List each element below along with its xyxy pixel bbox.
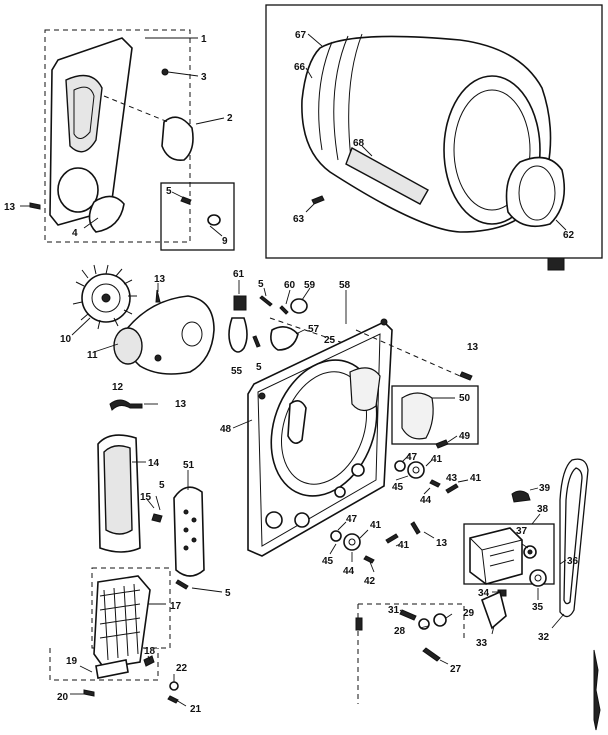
part-label: 39 xyxy=(539,483,551,494)
part-label: 25 xyxy=(324,335,336,346)
drum-lamp xyxy=(228,317,248,353)
part-label: 47 xyxy=(406,452,418,463)
blower-housing xyxy=(124,295,215,375)
part-label: 3 xyxy=(201,72,207,83)
part-label: 32 xyxy=(538,632,550,643)
part-label: 38 xyxy=(537,504,549,515)
part-label: 68 xyxy=(353,138,365,149)
air-duct-filter xyxy=(401,392,434,440)
part-label: 34 xyxy=(478,588,490,599)
part-label: 43 xyxy=(446,473,458,484)
drum-group: 67 66 68 63 62 xyxy=(265,4,603,271)
part-label: 22 xyxy=(176,663,188,674)
part-label: 10 xyxy=(60,334,72,345)
duct-group: 12 13 14 51 5 15 5 xyxy=(97,382,231,599)
part-label: 31 xyxy=(388,605,400,616)
motor-group: 39 38 37 36 34 35 32 xyxy=(463,458,589,643)
part-label: 28 xyxy=(394,626,406,637)
part-label: 37 xyxy=(516,526,528,537)
part-label: 13 xyxy=(4,202,16,213)
heating-element xyxy=(93,575,151,669)
part-label: 49 xyxy=(459,431,471,442)
part-label: 41 xyxy=(370,520,382,531)
part-label: 11 xyxy=(87,350,98,361)
part-label: 13 xyxy=(175,399,187,410)
part-label: 9 xyxy=(222,236,228,247)
part-label: 33 xyxy=(476,638,488,649)
part-label: 14 xyxy=(148,458,160,469)
front-bulkhead-group: 1 2 3 4 5 9 13 xyxy=(4,29,235,251)
part-label: 15 xyxy=(140,492,152,503)
lower-drum-roller xyxy=(343,533,361,551)
part-label: 5 xyxy=(256,362,262,373)
part-label: 29 xyxy=(463,608,475,619)
lamp-group: 61 5 60 59 58 57 25 55 5 xyxy=(228,269,353,377)
part-label: 61 xyxy=(233,269,245,280)
part-label: 13 xyxy=(467,342,479,353)
part-label: 17 xyxy=(170,601,182,612)
part-label: 66 xyxy=(294,62,306,73)
part-label: 4 xyxy=(72,228,78,239)
part-label: 21 xyxy=(190,704,202,715)
part-label: 5 xyxy=(225,588,231,599)
part-label: 55 xyxy=(231,366,243,377)
part-label: 5 xyxy=(258,279,264,290)
heater-group: 17 18 19 20 22 21 xyxy=(49,567,202,715)
part-label: 12 xyxy=(112,382,124,393)
part-label: 19 xyxy=(66,656,78,667)
blower-group: 10 11 13 xyxy=(60,264,215,375)
part-label: 44 xyxy=(343,566,355,577)
part-label: 1 xyxy=(201,34,207,45)
part-label: 51 xyxy=(183,460,195,471)
part-label: 18 xyxy=(144,646,156,657)
door-seal xyxy=(161,116,194,162)
part-label: 63 xyxy=(293,214,305,225)
idler-group: 31 29 28 33 27 xyxy=(355,590,507,704)
part-label: 62 xyxy=(563,230,575,241)
part-label: 44 xyxy=(420,495,432,506)
part-label: 45 xyxy=(392,482,404,493)
part-label: 20 xyxy=(57,692,69,703)
part-label: 45 xyxy=(322,556,334,567)
part-label: 35 xyxy=(532,602,544,613)
part-label: 27 xyxy=(450,664,462,675)
rear-bulkhead-group: 48 xyxy=(220,318,393,557)
drum-seal xyxy=(505,156,566,228)
part-label: 13 xyxy=(154,274,166,285)
part-label: 60 xyxy=(284,280,296,291)
part-label: 41 xyxy=(470,473,482,484)
part-label: 59 xyxy=(304,280,316,291)
part-label: 13 xyxy=(436,538,448,549)
part-label: 2 xyxy=(227,113,233,124)
part-label: 41 xyxy=(398,540,410,551)
idler-bracket xyxy=(480,590,507,630)
drum-baffle xyxy=(345,146,429,205)
lint-filter-gasket xyxy=(88,195,125,233)
part-label: 47 xyxy=(346,514,358,525)
drum-roller xyxy=(407,461,425,479)
drive-belt xyxy=(559,458,589,618)
part-label: 67 xyxy=(295,30,307,41)
part-label: 36 xyxy=(567,556,579,567)
roller-group: 50 49 13 47 41 45 44 43 41 xyxy=(355,329,482,506)
part-label: 41 xyxy=(431,454,443,465)
part-label: 42 xyxy=(364,576,376,587)
access-panel xyxy=(173,486,205,577)
part-label: 5 xyxy=(166,186,172,197)
drive-motor xyxy=(469,527,523,585)
motor-pulley xyxy=(529,569,547,587)
part-label: 5 xyxy=(159,480,165,491)
part-label: 58 xyxy=(339,280,351,291)
part-label: 50 xyxy=(459,393,471,404)
part-label: 57 xyxy=(308,324,320,335)
lower-roller-group: 47 41 45 44 42 41 13 xyxy=(322,514,448,587)
part-label: 48 xyxy=(220,424,232,435)
